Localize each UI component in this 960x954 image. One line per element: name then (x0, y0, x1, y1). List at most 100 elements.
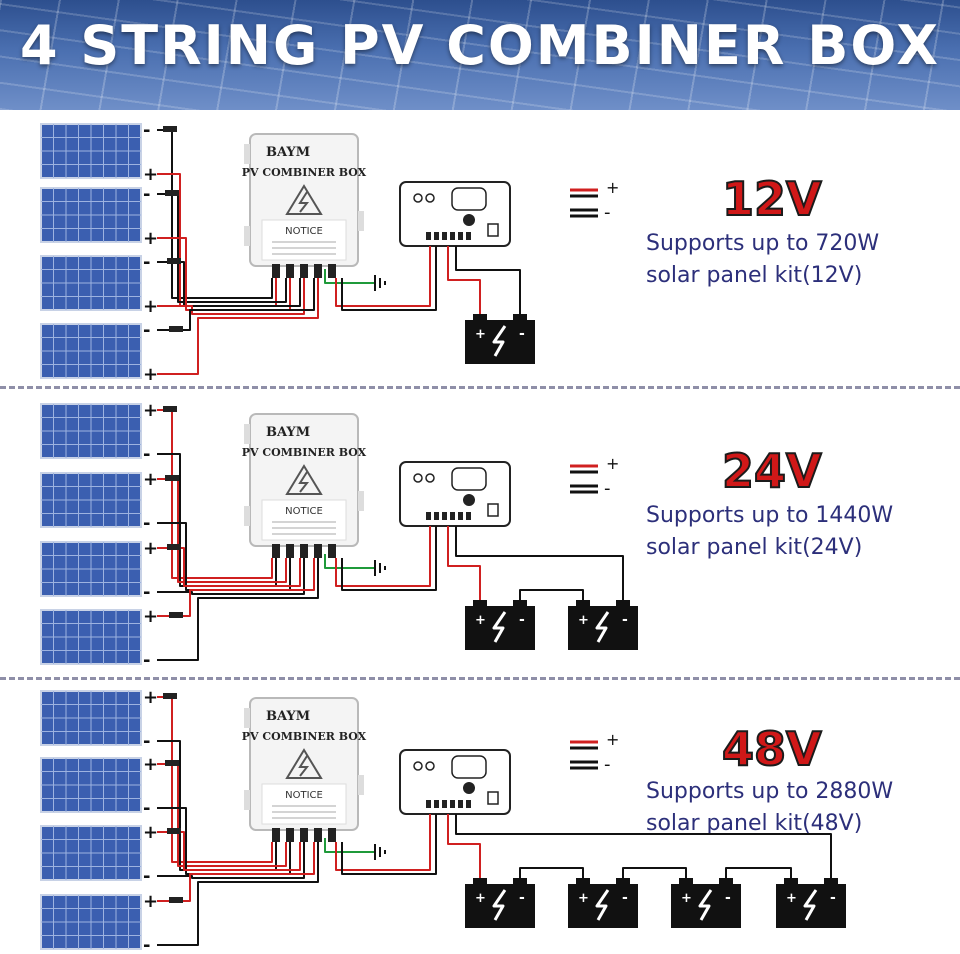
mount-bracket (244, 506, 250, 526)
battery-post (616, 878, 630, 884)
panel-sign: - (143, 935, 150, 954)
combiner-terminal (314, 264, 322, 278)
indicator-light (413, 473, 423, 483)
legend-minus-sign: - (604, 202, 611, 223)
lightning-icon (298, 755, 310, 777)
controller-terminal (450, 512, 455, 520)
display-window (451, 187, 487, 211)
panel-wire (157, 453, 277, 587)
combiner-terminal (300, 264, 308, 278)
combiner-terminal (328, 264, 336, 278)
combiner-terminal (314, 828, 322, 842)
battery-post (719, 878, 733, 884)
panel-wire (157, 522, 291, 591)
solar-panel (40, 690, 142, 746)
controller-terminal (450, 232, 455, 240)
charge-controller (399, 181, 511, 247)
notice-title: NOTICE (285, 790, 323, 801)
battery-wire (455, 246, 521, 314)
solar-panel (40, 541, 142, 597)
series-link-wire (622, 867, 687, 878)
controller-terminal (466, 232, 471, 240)
combiner-terminal (328, 544, 336, 558)
mount-bracket (244, 144, 250, 164)
mc4-connector (169, 326, 183, 332)
mount-bracket (244, 424, 250, 444)
solar-panel (40, 403, 142, 459)
display-window (451, 467, 487, 491)
legend-minus-sign: - (604, 478, 611, 499)
controller-terminal (426, 232, 431, 240)
panel-sign: + (143, 400, 158, 421)
battery-post (616, 600, 630, 606)
battery: +- (568, 600, 638, 650)
button-icon (463, 494, 475, 506)
battery: +- (465, 314, 535, 364)
panel-wire (157, 807, 291, 875)
mc4-connector (165, 475, 179, 481)
battery-plus-sign: + (475, 327, 486, 342)
notice-panel (261, 219, 347, 261)
panel-sign: - (143, 120, 150, 141)
legend-minus-sign: - (604, 754, 611, 775)
controller-terminal (450, 800, 455, 808)
mount-bracket (244, 790, 250, 810)
series-link-wire (519, 867, 584, 878)
charge-controller (399, 461, 511, 527)
battery-bolt-icon (492, 889, 507, 921)
usb-port-icon (487, 791, 499, 805)
panel-sign: + (143, 228, 158, 249)
panel-sign: - (143, 252, 150, 273)
page-title: 4 STRING PV COMBINER BOX (19, 14, 940, 77)
battery: +- (671, 878, 741, 928)
mount-bracket (358, 491, 364, 511)
lightning-icon (298, 191, 310, 213)
panel-sign: - (143, 513, 150, 534)
battery-plus-sign: + (475, 891, 486, 906)
support-line-1: Supports up to 720W (646, 231, 880, 256)
panel-wire (157, 278, 305, 315)
legend-plus-sign: + (606, 730, 619, 749)
battery-wire (455, 814, 832, 878)
panel-sign: - (143, 731, 150, 752)
battery-post (473, 314, 487, 320)
panel-sign: + (143, 469, 158, 490)
panel-sign: + (143, 538, 158, 559)
battery-minus-sign: - (519, 326, 525, 342)
solar-panel (40, 757, 142, 813)
controller-terminal (458, 232, 463, 240)
controller-terminal (426, 800, 431, 808)
controller-terminal (442, 512, 447, 520)
series-link-wire (519, 589, 584, 600)
battery: +- (465, 600, 535, 650)
notice-panel (261, 499, 347, 541)
battery-minus-sign: - (519, 612, 525, 628)
notice-title: NOTICE (285, 506, 323, 517)
battery-post (824, 878, 838, 884)
lightning-icon (298, 471, 310, 493)
battery-minus-sign: - (622, 890, 628, 906)
battery-wire (455, 526, 624, 600)
output-wire (335, 246, 431, 307)
panel-sign: - (143, 798, 150, 819)
battery-bolt-icon (595, 889, 610, 921)
header-banner: 4 STRING PV COMBINER BOX (0, 0, 960, 110)
voltage-label-24v: 24V (721, 443, 823, 499)
battery-bolt-icon (492, 325, 507, 357)
wire-legend: +- (570, 730, 619, 775)
output-wire (335, 814, 431, 871)
battery-wire (447, 246, 481, 314)
notice-panel (261, 783, 347, 825)
warning-triangle-icon (285, 748, 323, 779)
battery-minus-sign: - (519, 890, 525, 906)
controller-terminal (426, 512, 431, 520)
combiner-label: PV COMBINER BOX (242, 730, 367, 743)
solar-panel (40, 472, 142, 528)
battery: +- (465, 878, 535, 928)
mc4-connector (163, 693, 177, 699)
